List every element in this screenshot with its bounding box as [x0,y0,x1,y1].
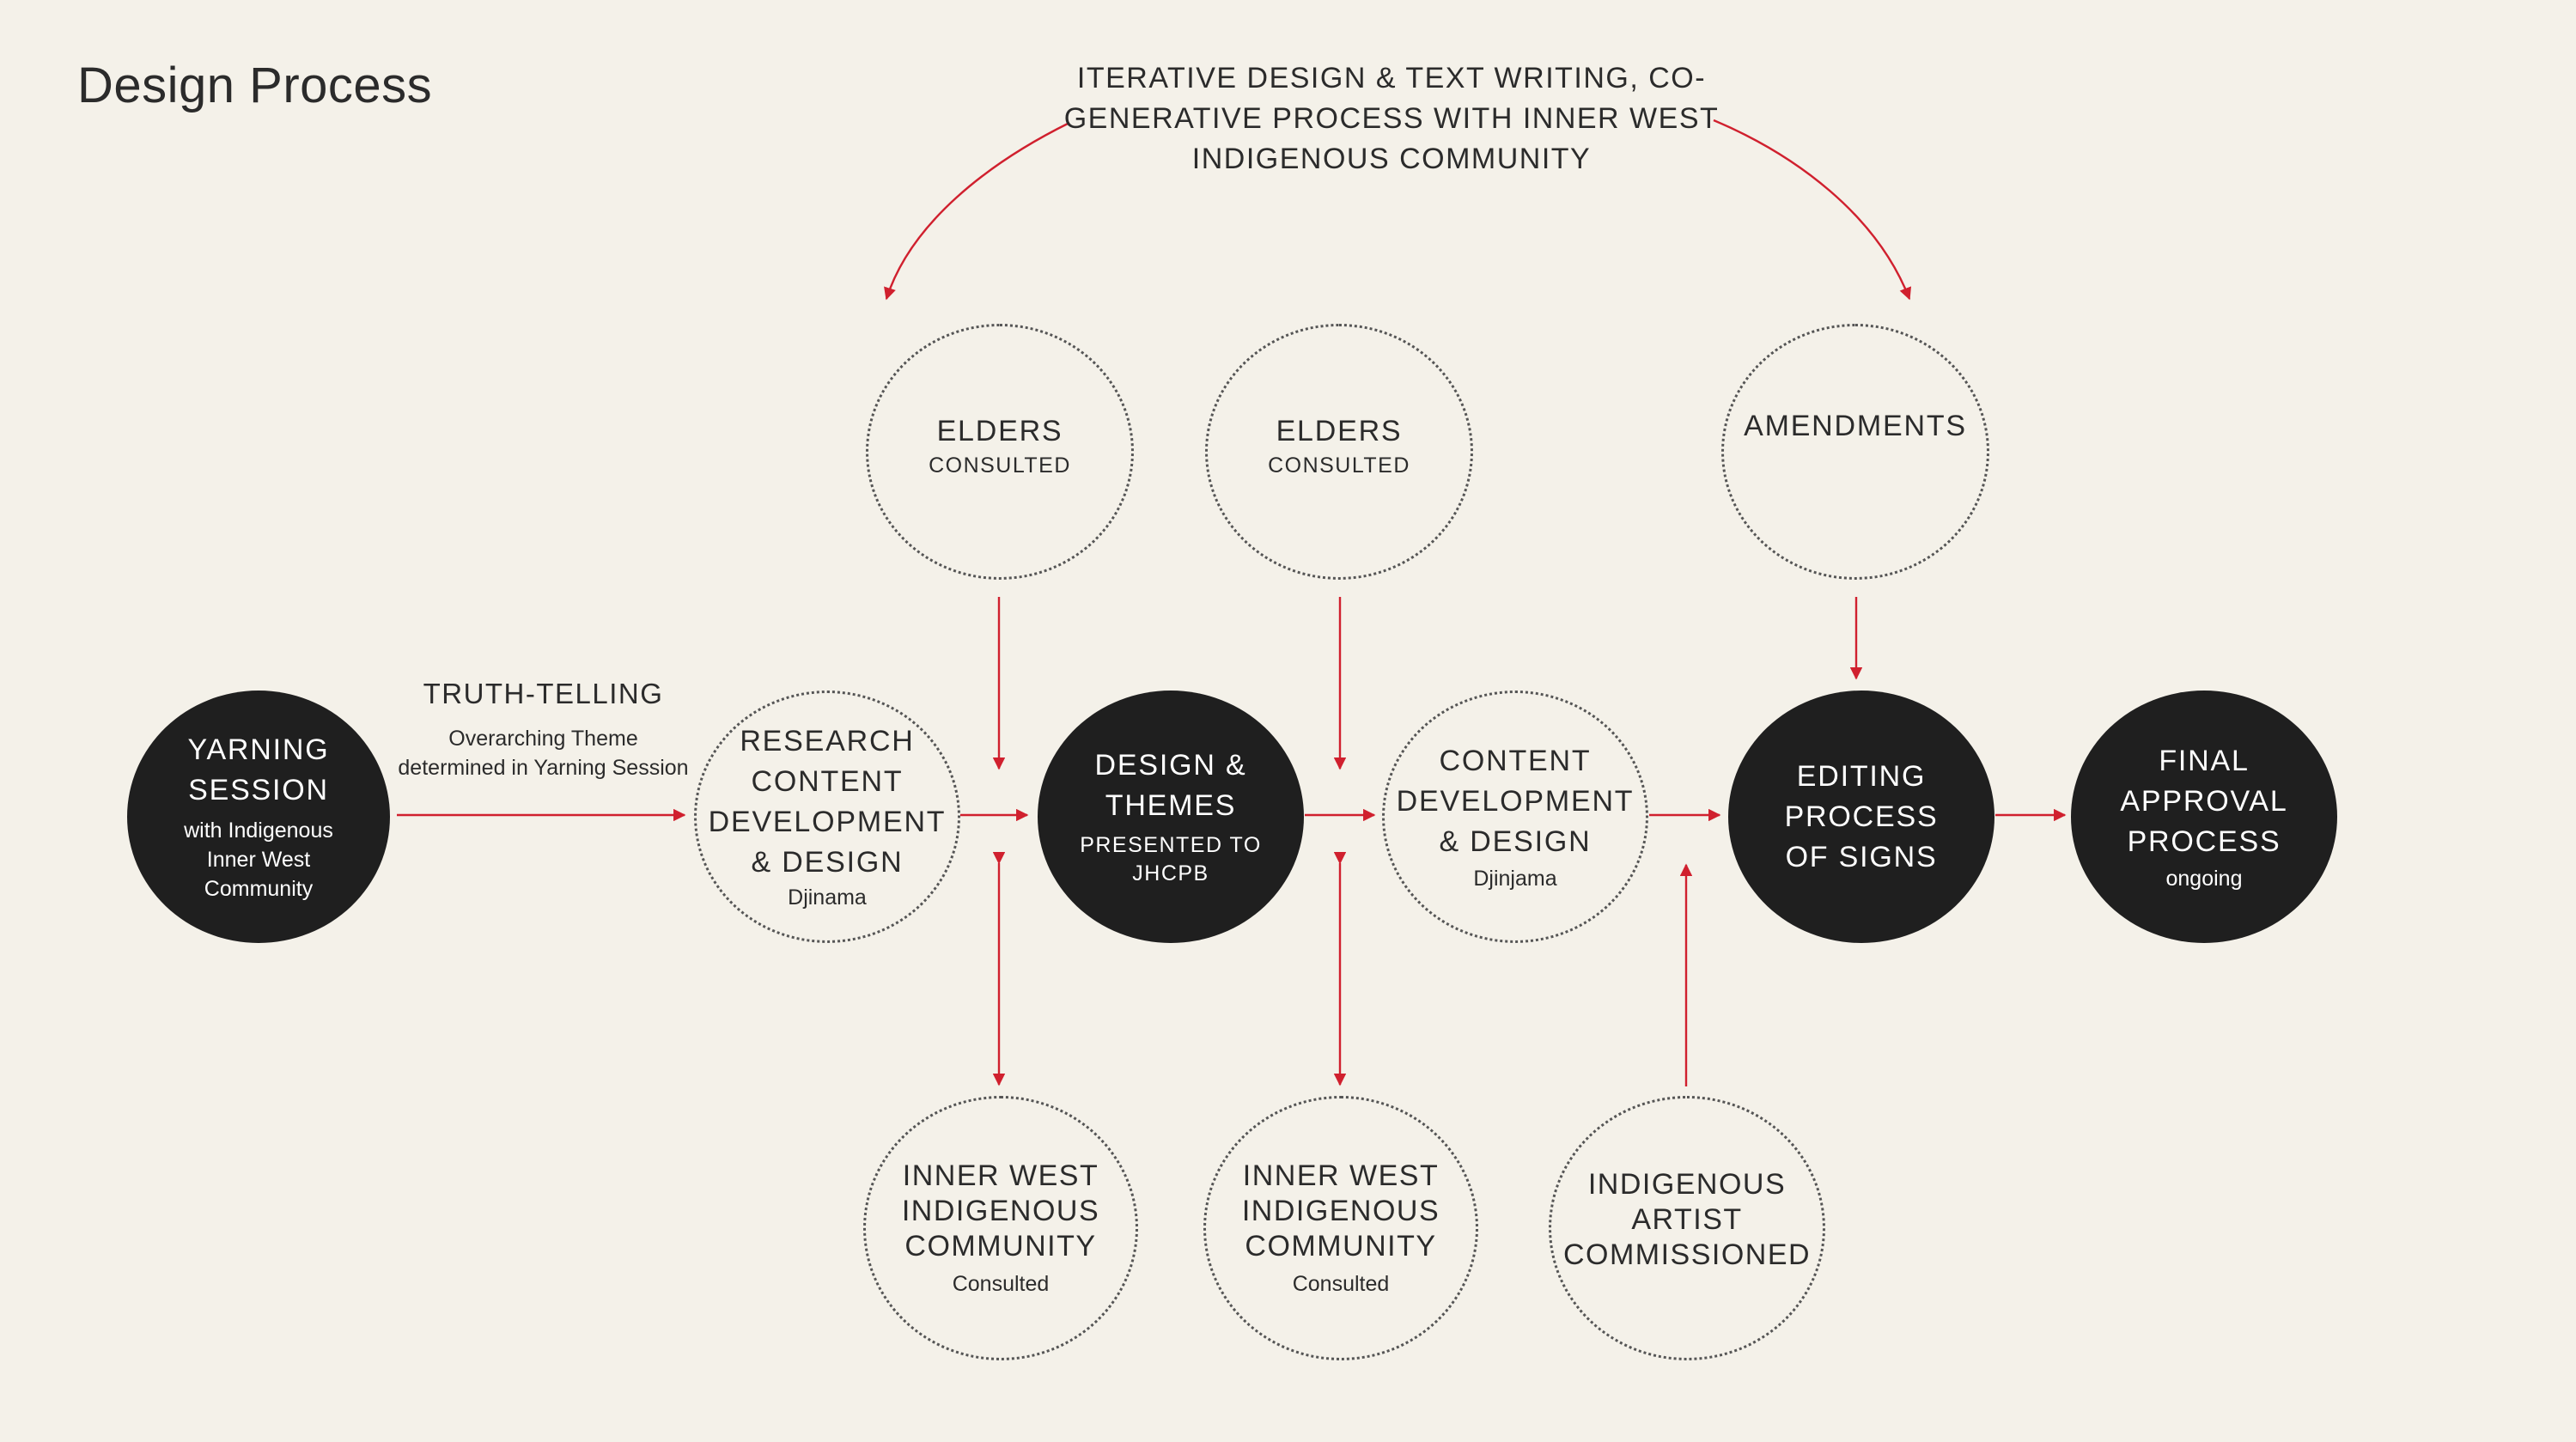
node-label: INNER WEST INDIGENOUS COMMUNITY [1241,1159,1440,1263]
node-research-content-development: RESEARCH CONTENT DEVELOPMENT & DESIGN Dj… [694,691,960,943]
node-label: EDITING PROCESS OF SIGNS [1784,759,1939,873]
node-content-development: CONTENT DEVELOPMENT & DESIGN Djinjama [1382,691,1648,943]
iterative-process-banner: ITERATIVE DESIGN & TEXT WRITING, CO-GENE… [1063,62,1720,175]
node-elders-consulted-1: ELDERS CONSULTED [866,324,1134,580]
node-label: FINAL APPROVAL PROCESS [2120,744,2288,858]
arrow-banner-right-curve [1713,119,1912,301]
node-label: DESIGN & THEMES [1094,749,1247,822]
truth-telling-label: TRUTH-TELLING [423,678,664,709]
node-label: ELDERS [936,415,1063,447]
node-label: RESEARCH CONTENT DEVELOPMENT & DESIGN [708,725,947,879]
node-label: AMENDMENTS [1744,409,1967,442]
node-inner-west-community-2: INNER WEST INDIGENOUS COMMUNITY Consulte… [1203,1096,1478,1360]
page-title: Design Process [77,58,433,113]
node-sublabel: CONSULTED [929,453,1071,478]
truth-telling-description: Overarching Theme determined in Yarning … [398,727,689,780]
node-sublabel: Consulted [952,1271,1050,1296]
node-label: INNER WEST INDIGENOUS COMMUNITY [901,1159,1100,1263]
node-amendments: AMENDMENTS [1721,324,1989,580]
node-sublabel: CONSULTED [1268,453,1410,478]
node-label: ELDERS [1276,415,1403,447]
arrow-banner-left-curve [884,121,1070,301]
node-label: INDIGENOUS ARTIST COMMISSIONED [1562,1167,1812,1271]
node-editing-process: EDITING PROCESS OF SIGNS [1728,691,1994,943]
node-sublabel: ongoing [2165,866,2243,891]
node-label: CONTENT DEVELOPMENT & DESIGN [1396,744,1635,858]
node-sublabel: PRESENTED TO JHCPB [1080,833,1262,885]
node-sublabel: Consulted [1292,1271,1390,1296]
node-sublabel: with Indigenous Inner West Community [184,818,333,901]
node-design-themes: DESIGN & THEMES PRESENTED TO JHCPB [1038,691,1304,943]
node-sublabel: Djinjama [1473,866,1557,891]
node-sublabel: Djinama [788,885,867,910]
node-final-approval: FINAL APPROVAL PROCESS ongoing [2071,691,2337,943]
node-indigenous-artist: INDIGENOUS ARTIST COMMISSIONED [1549,1096,1825,1360]
node-label: YARNING SESSION [187,733,330,806]
node-inner-west-community-1: INNER WEST INDIGENOUS COMMUNITY Consulte… [863,1096,1138,1360]
node-yarning-session: YARNING SESSION with Indigenous Inner We… [127,691,390,943]
node-elders-consulted-2: ELDERS CONSULTED [1205,324,1473,580]
